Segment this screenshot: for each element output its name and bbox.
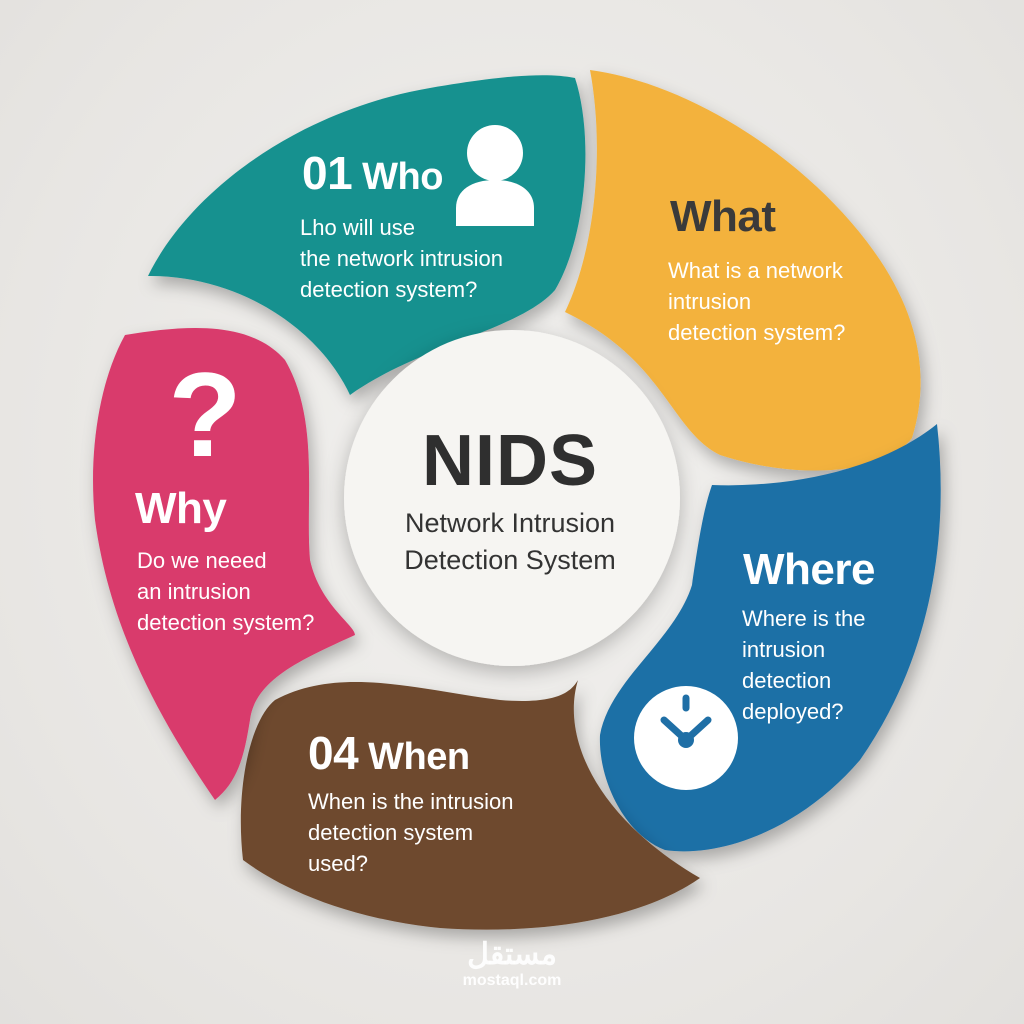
- who-question-line: the network intrusion: [300, 246, 503, 271]
- why-question-line: Do we neeed: [137, 548, 267, 573]
- center-circle: [344, 330, 680, 666]
- who-question: Lho will use the network intrusion detec…: [300, 212, 503, 305]
- user-icon: [456, 125, 534, 226]
- segment-what: [565, 70, 921, 471]
- watermark: مستقل mostaql.com: [412, 940, 612, 990]
- center-subtitle: Network Intrusion Detection System: [350, 505, 670, 579]
- where-question-line: detection: [742, 668, 832, 693]
- segment-why: [93, 327, 355, 800]
- why-question: Do we neeed an intrusion detection syste…: [137, 545, 314, 638]
- when-title: When: [368, 736, 470, 778]
- who-question-line: Lho will use: [300, 215, 415, 240]
- why-title: Why: [135, 484, 227, 533]
- when-question-line: detection system: [308, 820, 474, 845]
- clock-icon: [634, 686, 738, 790]
- center-subtitle-line: Network Intrusion: [404, 508, 616, 538]
- who-question-line: detection system?: [300, 277, 478, 302]
- what-title: What: [670, 192, 776, 241]
- when-question: When is the intrusion detection system u…: [308, 786, 513, 879]
- where-question-line: Where is the: [742, 606, 866, 631]
- where-question-line: deployed?: [742, 699, 844, 724]
- watermark-arabic: مستقل: [467, 938, 557, 971]
- watermark-latin: mostaql.com: [462, 972, 562, 989]
- what-question-line: detection system?: [668, 320, 846, 345]
- center-subtitle-line: Detection System: [404, 545, 616, 575]
- who-title: Who: [362, 156, 443, 198]
- where-question: Where is the intrusion detection deploye…: [742, 603, 866, 727]
- why-question-line: an intrusion: [137, 579, 251, 604]
- what-question: What is a network intrusion detection sy…: [668, 255, 845, 348]
- what-question-line: What is a network: [668, 258, 843, 283]
- what-question-line: intrusion: [668, 289, 752, 314]
- when-question-line: used?: [308, 851, 368, 876]
- center-title: NIDS: [421, 421, 599, 501]
- when-number: 04: [308, 727, 359, 779]
- who-number: 01: [302, 147, 353, 199]
- question-mark-icon: ?: [168, 348, 242, 482]
- when-question-line: When is the intrusion: [308, 789, 514, 814]
- where-question-line: intrusion: [742, 637, 826, 662]
- segment-when: [240, 680, 701, 930]
- why-question-line: detection system?: [137, 610, 315, 635]
- where-title: Where: [743, 545, 875, 594]
